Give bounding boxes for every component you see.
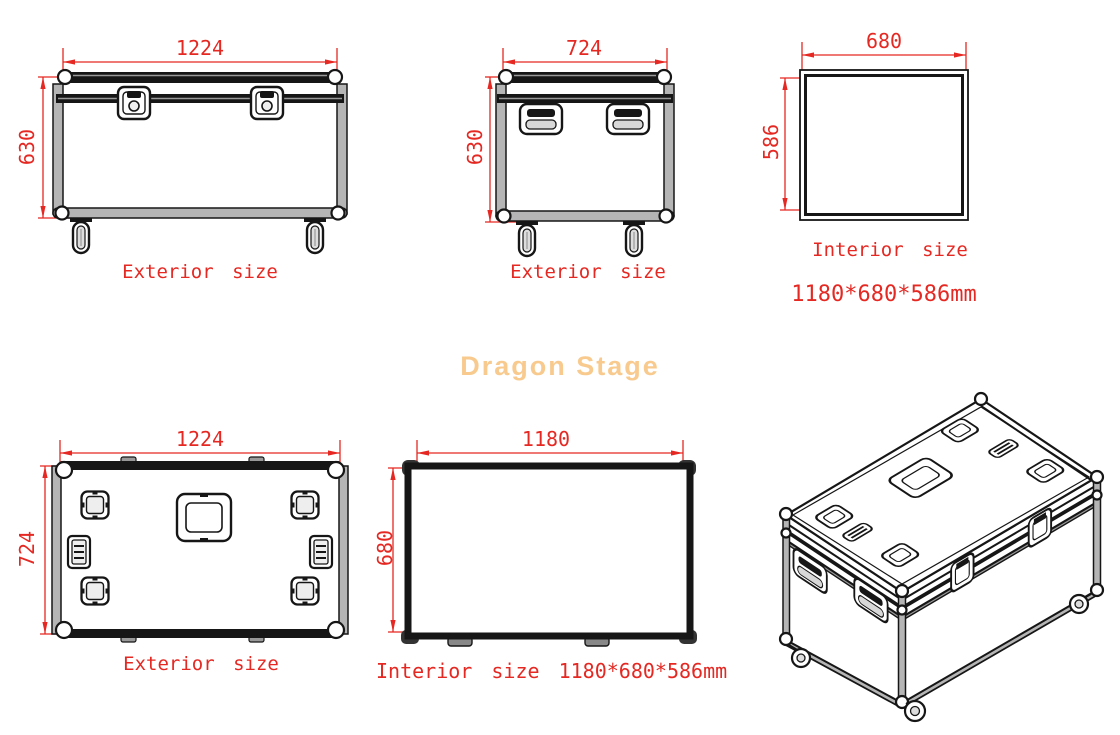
ball-corner (1091, 489, 1103, 501)
ball-corner (1089, 582, 1105, 598)
top-case-drawing (51, 456, 349, 643)
isometric-view (778, 391, 1105, 723)
front-case-drawing (52, 68, 348, 255)
ball-corner (894, 694, 910, 710)
ball-corner (54, 205, 70, 221)
butterfly-latch (116, 85, 152, 121)
ball-corner (54, 460, 74, 480)
ball-corner (1089, 469, 1105, 485)
ball-corner (330, 205, 346, 221)
end-width-dimension (801, 42, 967, 72)
ball-corner (326, 620, 346, 640)
recessed-handle (290, 576, 320, 606)
ball-corner (326, 460, 346, 480)
side-case-drawing (495, 68, 675, 258)
ball-corner (778, 506, 794, 522)
top-height-dimension (40, 465, 58, 635)
lid-fittings (815, 418, 1065, 568)
caster-wheel (788, 644, 812, 669)
edge-latch (308, 534, 334, 570)
caster-wheel (68, 216, 94, 255)
recessed-handle (290, 490, 320, 520)
ball-corner (778, 631, 794, 647)
interior-top-view (388, 440, 697, 647)
end-height-dimension (780, 77, 800, 211)
lid-latches (950, 507, 1053, 593)
recessed-handle (605, 102, 651, 136)
caster-wheel (302, 216, 328, 255)
ball-corner (780, 527, 792, 539)
recessed-handle (518, 102, 564, 136)
brand-watermark: Dragon Stage (460, 351, 660, 381)
end-interior-rectangle (799, 69, 969, 221)
caster-wheel (1068, 593, 1092, 615)
caster-wheel (621, 219, 647, 258)
ball-corner (658, 208, 674, 224)
caster-wheel (903, 699, 927, 723)
top-exterior-view (40, 440, 349, 643)
ball-corner (496, 208, 512, 224)
ball-corner (973, 391, 989, 407)
side-handles (792, 548, 889, 624)
interior-rectangle (401, 460, 697, 647)
ball-corner (497, 68, 515, 86)
edge-latch (66, 534, 92, 570)
ball-corner (896, 604, 908, 616)
ball-corner (655, 68, 673, 86)
side-exterior-view (485, 48, 675, 258)
caster-wheel (514, 219, 540, 258)
recessed-handle (80, 576, 110, 606)
front-exterior-view (38, 48, 348, 255)
center-recessed-handle (175, 492, 233, 543)
ball-corner (56, 68, 74, 86)
ball-corner (894, 583, 910, 599)
recessed-handle (80, 490, 110, 520)
ball-corner (326, 68, 344, 86)
butterfly-latch (249, 85, 285, 121)
end-interior-view (780, 42, 969, 221)
ball-corner (54, 620, 74, 640)
